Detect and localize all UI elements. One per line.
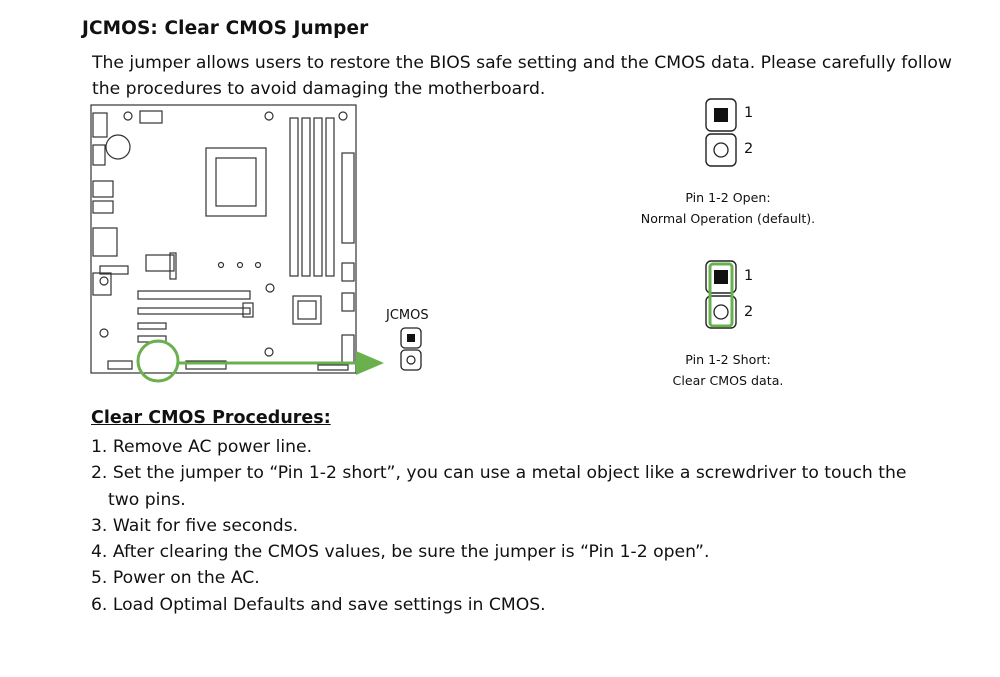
short-pin2-label: 2 <box>744 304 754 320</box>
short-caption-line1: Pin 1-2 Short: <box>685 352 771 367</box>
open-caption-line1: Pin 1-2 Open: <box>685 190 771 205</box>
short-pin1-label: 1 <box>744 268 754 284</box>
jumper-open-icon <box>705 98 737 167</box>
procedures-list: 1. Remove AC power line. 2. Set the jump… <box>91 434 971 618</box>
open-caption-line2: Normal Operation (default). <box>640 211 816 226</box>
jcmos-highlight-circle <box>136 339 180 383</box>
procedure-step: 4. After clearing the CMOS values, be su… <box>91 542 710 563</box>
board-outline <box>90 104 357 374</box>
procedure-step: 2. Set the jumper to “Pin 1-2 short”, yo… <box>91 463 907 484</box>
jcmos-small-jumper <box>400 327 422 371</box>
open-pin1-label: 1 <box>744 105 754 121</box>
short-caption-line2: Clear CMOS data. <box>672 373 784 388</box>
jumper-short-icon <box>705 260 737 329</box>
procedure-step: 1. Remove AC power line. <box>91 437 313 457</box>
procedures-title: Clear CMOS Procedures: <box>91 408 331 428</box>
intro-paragraph: The jumper allows users to restore the B… <box>92 53 952 99</box>
procedure-step: 5. Power on the AC. <box>91 568 260 589</box>
procedure-step-continuation: two pins. <box>108 489 186 510</box>
arrow-head <box>356 351 384 375</box>
open-pin2-label: 2 <box>744 141 754 157</box>
procedure-step: 3. Wait for five seconds. <box>91 515 299 536</box>
procedure-step: 6. Load Optimal Defaults and save settin… <box>91 594 546 615</box>
motherboard-diagram <box>90 104 384 383</box>
jcmos-label: JCMOS <box>386 308 429 323</box>
page-title: JCMOS: Clear CMOS Jumper <box>82 18 369 39</box>
